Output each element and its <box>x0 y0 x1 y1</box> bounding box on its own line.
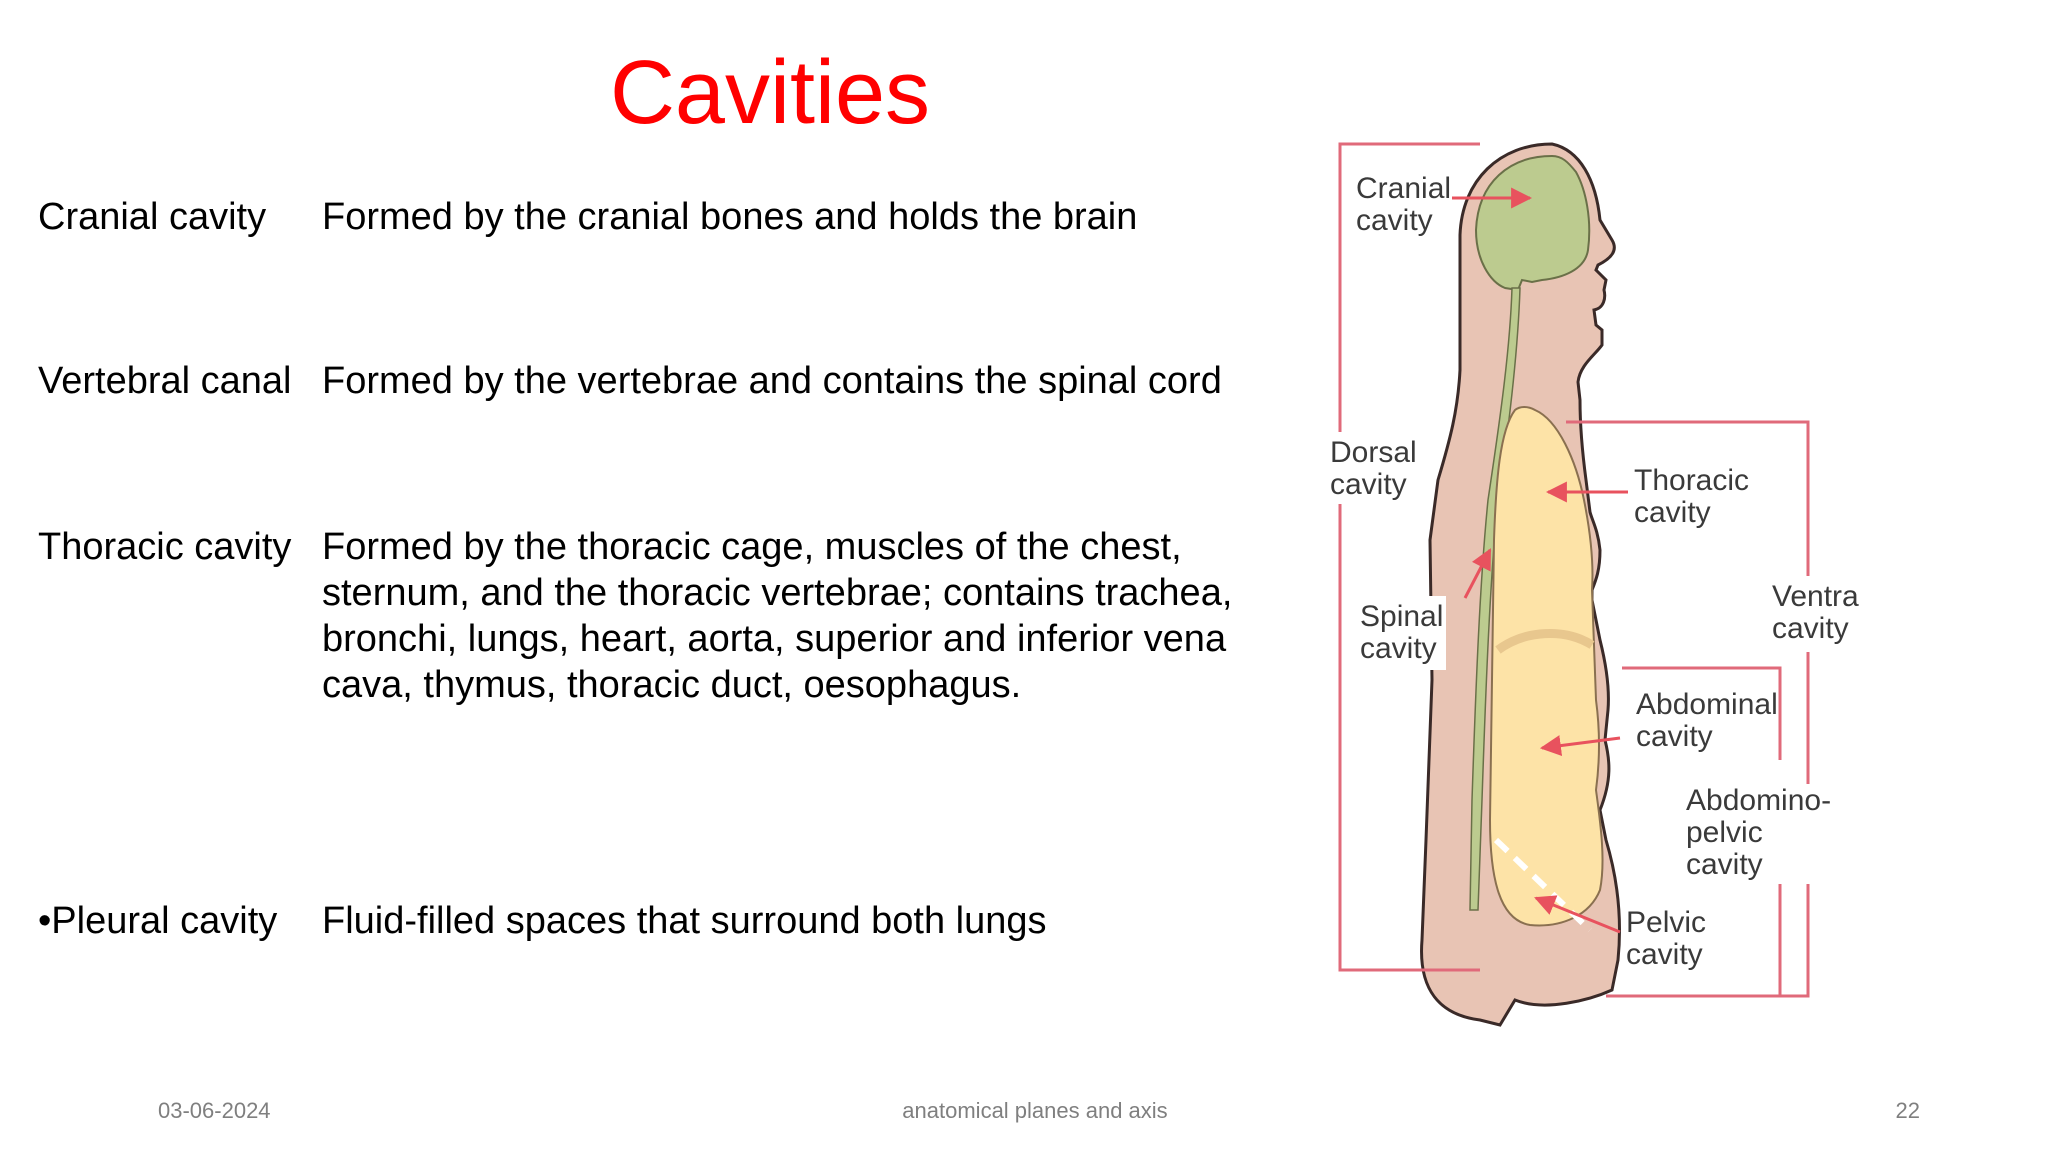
dorsal-label-bg <box>1328 432 1420 504</box>
cavity-term: Cranial cavity <box>38 196 267 238</box>
cavity-row-cranial: Cranial cavity Formed by the cranial bon… <box>38 194 1268 240</box>
cavity-row-vertebral: Vertebral canal Formed by the vertebrae … <box>38 358 1268 404</box>
ventral-bracket <box>1566 420 1810 998</box>
abdominal-label: Abdominal <box>1636 688 1778 721</box>
cavity-term: Thoracic cavity <box>38 526 292 568</box>
pelvic-label: cavity <box>1626 938 1703 971</box>
spinal-label-bg <box>1356 596 1446 670</box>
pelvic-arrow <box>1534 895 1621 934</box>
dorsal-bracket <box>1338 142 1480 972</box>
footer-date: 03-06-2024 <box>158 1098 271 1123</box>
thoracic-label: cavity <box>1634 496 1711 529</box>
cavity-row-pleural: •Pleural cavity Fluid-filled spaces that… <box>38 898 1268 944</box>
cavity-description: Formed by the cranial bones and holds th… <box>322 196 1138 238</box>
thoracic-label: Thoracic <box>1634 464 1749 497</box>
diaphragm <box>1495 629 1595 654</box>
ventral-label: cavity <box>1772 612 1849 645</box>
abdominal-arrow <box>1539 735 1621 757</box>
cavity-description: Formed by the vertebrae and contains the… <box>322 360 1222 402</box>
ventral-cavity-region <box>1488 406 1604 927</box>
cranial-label: cavity <box>1356 204 1433 237</box>
abdominal-label: cavity <box>1636 720 1713 753</box>
ventral-label-bg <box>1770 576 1850 652</box>
spinal-label: cavity <box>1360 632 1437 665</box>
abdominopelvic-label: cavity <box>1686 848 1763 881</box>
slide-title: Cavities <box>609 43 931 143</box>
abdominopelvic-label: Abdomino- <box>1686 784 1831 817</box>
cavity-term: •Pleural cavity <box>38 900 278 942</box>
spinal-label: Spinal <box>1360 600 1443 633</box>
brain-region <box>1474 154 1591 292</box>
cavity-row-thoracic: Thoracic cavity Formed by the thoracic c… <box>38 524 1268 708</box>
abdominopelvic-label-bg <box>1684 784 1816 884</box>
footer-topic: anatomical planes and axis <box>902 1098 1168 1123</box>
cranial-label-bg <box>1352 168 1452 240</box>
cavity-description: Fluid-filled spaces that surround both l… <box>322 900 1047 942</box>
body-cavities-diagram: Cranial cavity Dorsal cavity Spinal cavi… <box>1328 142 1860 1027</box>
abdominopelvic-bracket <box>1622 666 1782 760</box>
dorsal-label: Dorsal <box>1330 436 1417 469</box>
cranial-label: Cranial <box>1356 172 1451 205</box>
dorsal-label: cavity <box>1330 468 1407 501</box>
spinal-arrow <box>1463 548 1492 599</box>
cavity-description: Formed by the thoracic cage, muscles of … <box>322 526 1233 706</box>
pelvic-label: Pelvic <box>1626 906 1706 939</box>
ventral-label: Ventral <box>1772 580 1860 613</box>
cavity-term: Vertebral canal <box>38 360 292 402</box>
footer-page-number: 22 <box>1895 1098 1920 1123</box>
abdominopelvic-label: pelvic <box>1686 816 1763 849</box>
